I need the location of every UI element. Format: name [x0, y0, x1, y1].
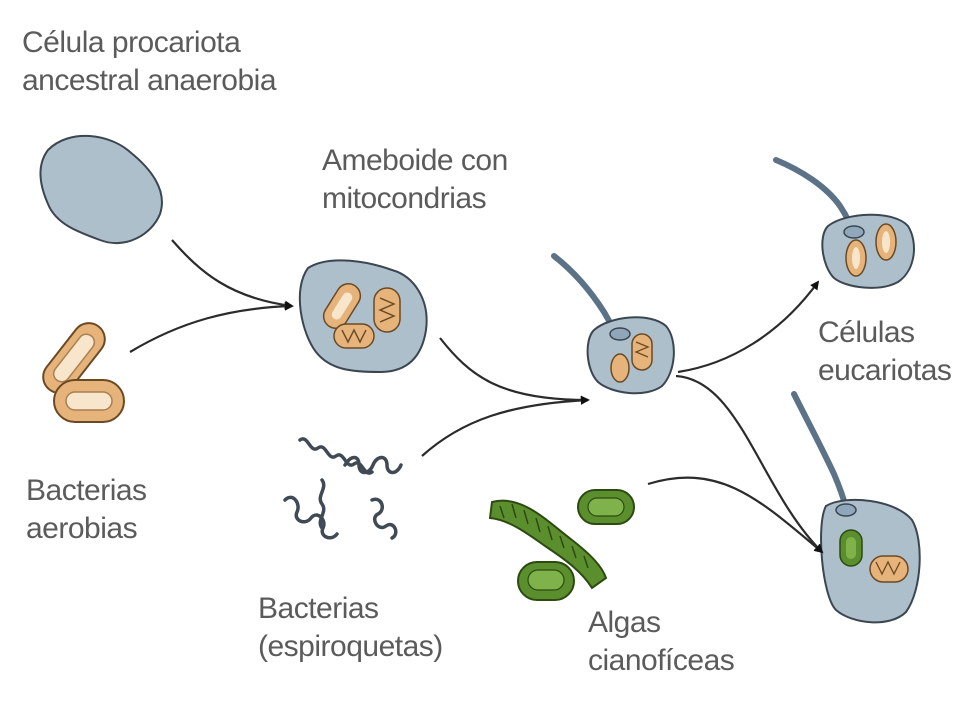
eukaryotic-cell-plant: [791, 391, 921, 624]
arrow-bacteria-to-ameboid: [129, 301, 294, 353]
arrow-to-plant-cell: [675, 374, 824, 554]
label-aerobic-bacteria: Bacterias aerobias: [26, 474, 147, 545]
aerobic-bacteria: [42, 322, 125, 423]
label-spirochetes: Bacterias (espiroquetas): [258, 592, 443, 663]
arrow-ameboid-to-flagellated: [439, 337, 590, 405]
arrow-to-animal-cell: [677, 280, 820, 374]
cyanophyte-algae: [488, 489, 635, 601]
eukaryotic-cell-animal: [773, 157, 915, 289]
ameboid-with-mitochondria: [298, 259, 428, 374]
arrow-algae-to-plant-cell: [647, 476, 824, 554]
label-cyanophyte-algae: Algas cianofíceas: [588, 606, 735, 677]
label-eukaryotic-cells: Células eucariotas: [818, 316, 952, 387]
flagellated-ameboid: [551, 253, 675, 395]
label-ameboid: Ameboide con mitocondrias: [322, 144, 508, 215]
arrow-ancestral-to-ameboid: [171, 239, 294, 310]
label-ancestral-cell: Célula procariota ancestral anaerobia: [22, 26, 277, 97]
spirochete-bacteria: [283, 437, 403, 540]
arrows: [129, 239, 824, 554]
arrow-spirochetes-to-flagellated: [421, 395, 590, 457]
ancestral-cell-shape: [39, 135, 163, 245]
